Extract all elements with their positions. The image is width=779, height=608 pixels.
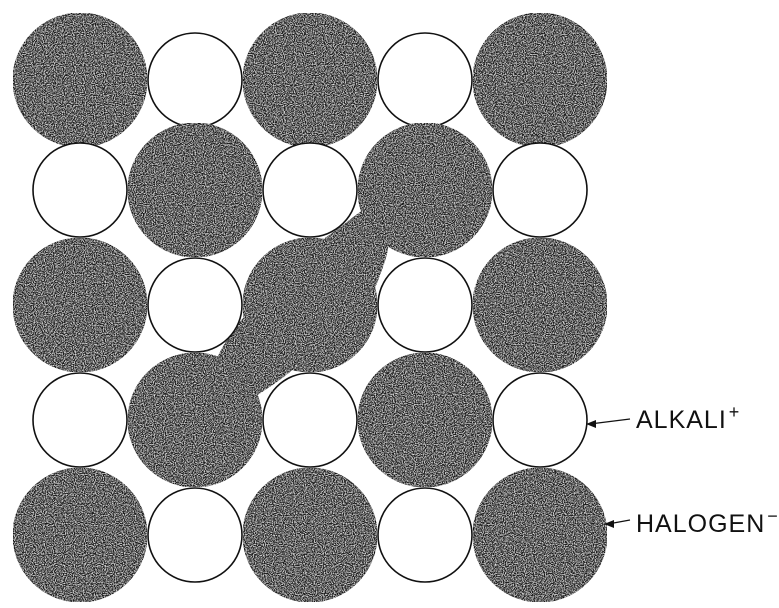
halogen-ion <box>243 238 377 372</box>
atom-grid <box>13 13 607 602</box>
alkali-ion <box>33 143 127 237</box>
halogen-ion <box>128 353 262 487</box>
halogen-ion <box>473 468 607 602</box>
halogen-ion <box>128 123 262 257</box>
alkali-ion <box>148 33 242 127</box>
halogen-ion <box>13 468 147 602</box>
alkali-ion <box>493 373 587 467</box>
halogen-ion <box>13 238 147 372</box>
alkali-ion <box>263 373 357 467</box>
alkali-charge-sign: + <box>729 402 741 422</box>
halogen-ion <box>243 13 377 147</box>
halogen-ion <box>13 13 147 147</box>
halogen-label-text: HALOGEN <box>636 510 765 538</box>
alkali-ion <box>148 488 242 582</box>
alkali-label: ALKALI+ <box>636 402 740 435</box>
alkali-ion <box>148 258 242 352</box>
alkali-ion <box>33 373 127 467</box>
alkali-ion <box>493 143 587 237</box>
halogen-charge-sign: − <box>767 506 779 526</box>
halogen-ion <box>243 468 377 602</box>
alkali-label-text: ALKALI <box>636 406 727 434</box>
halogen-ion <box>473 13 607 147</box>
alkali-ion <box>263 143 357 237</box>
alkali-ion <box>378 33 472 127</box>
halogen-ion <box>358 123 492 257</box>
alkali-ion <box>378 258 472 352</box>
halogen-ion <box>358 353 492 487</box>
halogen-label: HALOGEN− <box>636 506 779 539</box>
halogen-ion <box>473 238 607 372</box>
alkali-ion <box>378 488 472 582</box>
